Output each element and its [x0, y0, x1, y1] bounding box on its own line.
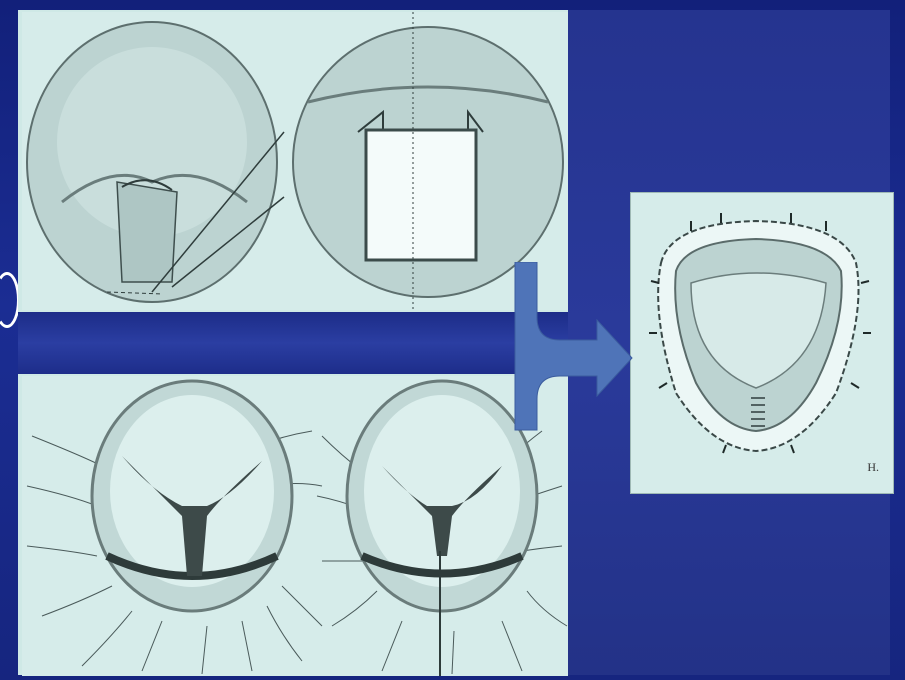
bottom-illustration	[22, 376, 568, 676]
right-result-illustration: H.	[630, 192, 894, 494]
top-left-illustration	[22, 12, 288, 310]
middle-blue-band	[18, 312, 568, 374]
valve-suture-sketch	[22, 376, 568, 676]
repaired-valve-sketch	[631, 193, 893, 493]
valve-sketch-1	[22, 12, 288, 310]
branch-arrow-icon	[505, 262, 635, 432]
figure-label: H.	[867, 460, 879, 475]
